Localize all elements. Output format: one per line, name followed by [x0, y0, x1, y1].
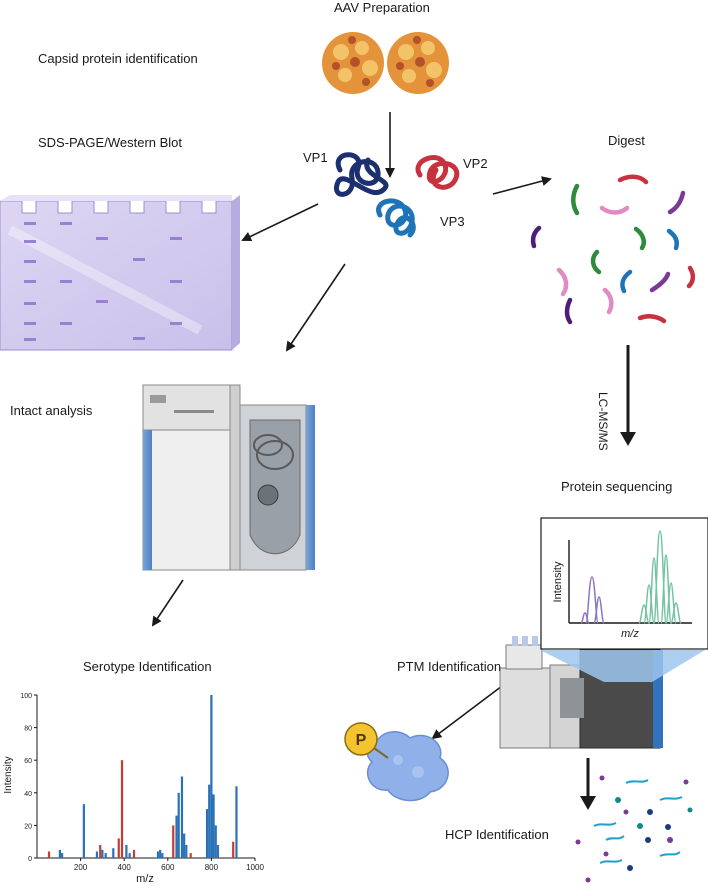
chart-bar: [235, 786, 238, 858]
mass-spectrometer-illustration: [142, 384, 315, 571]
chart-bars: [47, 695, 238, 858]
chart-x-tick-label: 400: [118, 863, 132, 872]
chart-y-tick-label: 60: [24, 758, 32, 765]
chart-bar: [161, 853, 164, 858]
chart-x-tick-label: 800: [205, 863, 219, 872]
chart-bar: [117, 838, 120, 858]
lcmsms-arrowhead: [620, 432, 636, 446]
chart-bar: [212, 794, 215, 858]
flow-arrows: [151, 112, 552, 740]
vp-proteins-illustration: [334, 152, 460, 238]
chart-axes: [36, 695, 255, 859]
chart-bar: [104, 853, 107, 858]
chart-bar: [175, 815, 178, 858]
sds-page-label: SDS-PAGE/Western Blot: [38, 135, 183, 150]
phospho-group-icon: [344, 722, 378, 756]
chart-bar: [183, 833, 186, 858]
chart-x-tick-label: 600: [161, 863, 175, 872]
serotype-id-label: Serotype Identification: [83, 659, 212, 674]
lcms-instrument-illustration: [499, 636, 663, 749]
chart-xlabel: m/z: [136, 873, 154, 885]
vp1-label: VP1: [303, 150, 328, 165]
chart-ylabel: Intensity: [3, 756, 14, 793]
chart-bar: [214, 825, 217, 858]
chart-bar: [125, 844, 128, 858]
intact-analysis-label: Intact analysis: [10, 403, 93, 418]
aav-particles-illustration: [322, 32, 449, 94]
spectrum-inset-peaks: [580, 530, 682, 624]
chart-bar: [95, 851, 99, 858]
spectrum-inset-xlabel: m/z: [621, 628, 639, 640]
chart-bar: [99, 844, 102, 858]
chart-y-tick-label: 20: [24, 823, 32, 830]
vp3-label: VP3: [440, 214, 465, 229]
chart-bar: [82, 804, 85, 858]
chart-bar: [159, 849, 162, 858]
chart-bar: [232, 841, 235, 858]
ptm-id-label: PTM Identification: [397, 659, 502, 674]
aav-preparation-label: AAV Preparation: [334, 0, 430, 15]
chart-y-tick-label: 80: [24, 726, 32, 733]
chart-bar: [101, 849, 104, 858]
chart-y-tick-label: 0: [28, 856, 32, 863]
chart-bar: [120, 760, 124, 858]
chart-y-tick-label: 100: [20, 693, 32, 700]
hcp-particles-illustration: [575, 775, 693, 883]
chart-bar: [189, 853, 192, 858]
chart-bar: [128, 853, 131, 858]
chart-bar: [47, 851, 51, 858]
chart-bar: [112, 848, 115, 858]
protein-sequencing-label: Protein sequencing: [561, 479, 673, 494]
chart-bar: [132, 849, 136, 858]
inset-callout-beam: [540, 650, 705, 682]
chart-bar: [185, 844, 188, 858]
chart-bar: [208, 784, 211, 858]
capsid-id-label: Capsid protein identification: [38, 51, 198, 66]
ptm-protein-illustration: [366, 731, 449, 802]
spectrum-inset-ylabel: Intensity: [552, 561, 564, 602]
vp2-label: VP2: [463, 156, 488, 171]
chart-bar: [177, 792, 180, 858]
lcmsms-label: LC-MS/MS: [596, 392, 610, 451]
chart-bar: [58, 849, 61, 858]
chart-bar: [60, 853, 64, 858]
chart-bar: [210, 695, 213, 858]
chart-x-tick-label: 1000: [246, 863, 264, 872]
hcp-id-label: HCP Identification: [445, 827, 549, 842]
chart-ticks: 0 20 40 60 80 100 200 400 600 800 1000: [20, 693, 264, 872]
gel-illustration: [0, 195, 240, 351]
chart-bar: [172, 825, 175, 858]
digest-label: Digest: [608, 133, 645, 148]
chart-bar: [156, 851, 160, 858]
chart-x-tick-label: 200: [74, 863, 88, 872]
chart-bar: [180, 776, 184, 858]
chart-bar: [216, 844, 220, 858]
serotype-chart: 0 20 40 60 80 100 200 400 600 800 1000: [20, 693, 264, 872]
hcp-arrowhead: [580, 796, 596, 810]
chart-bar: [205, 809, 209, 858]
phospho-label: P: [356, 732, 367, 749]
peptide-fragments-illustration: [530, 174, 696, 325]
chart-y-tick-label: 40: [24, 791, 32, 798]
